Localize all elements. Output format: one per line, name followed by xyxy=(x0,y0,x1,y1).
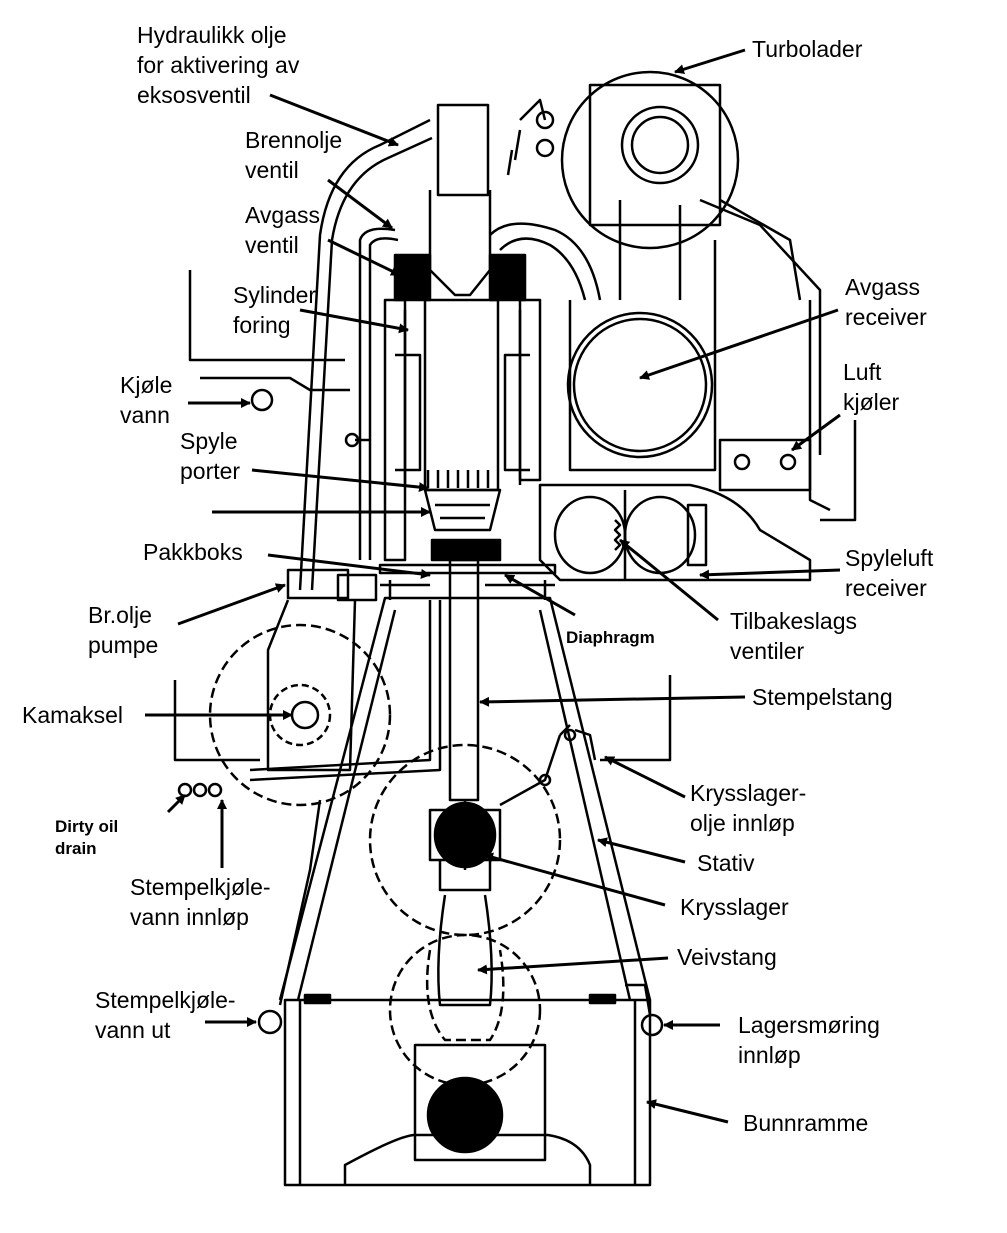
label-bedplate: Bunnramme xyxy=(743,1110,869,1136)
bedplate-drawing xyxy=(283,998,652,1187)
label-crosshead-oil-inlet: Krysslager-olje innløp xyxy=(690,780,807,836)
label-stuffing-box: Pakkboks xyxy=(143,539,243,565)
label-piston-cooling-water-out: Stempelkjøle-vann ut xyxy=(95,987,236,1043)
label-piston-cooling-water-inlet: Stempelkjøle-vann innløp xyxy=(130,874,271,930)
exhaust-receiver-drawing xyxy=(489,222,717,472)
label-connecting-rod: Veivstang xyxy=(677,944,777,970)
crosshead-drawing xyxy=(368,724,597,937)
cylinder-drawing xyxy=(383,103,542,562)
label-diaphragm: Diaphragm xyxy=(566,628,655,647)
label-piston-rod: Stempelstang xyxy=(752,684,893,710)
label-camshaft: Kamaksel xyxy=(22,702,123,728)
piping-drawing xyxy=(173,98,857,1037)
leader-arrows xyxy=(145,48,841,1124)
connecting-rod-drawing xyxy=(388,894,542,1087)
fuel-pump-drawing xyxy=(208,568,392,807)
label-crosshead-bearing: Krysslager xyxy=(680,894,789,920)
label-frame: Stativ xyxy=(697,850,755,876)
turbocharger-drawing xyxy=(560,70,822,455)
label-turbocharger: Turbolader xyxy=(752,36,863,62)
scavenge-air-receiver-drawing xyxy=(538,483,812,582)
air-cooler-drawing xyxy=(718,300,831,512)
